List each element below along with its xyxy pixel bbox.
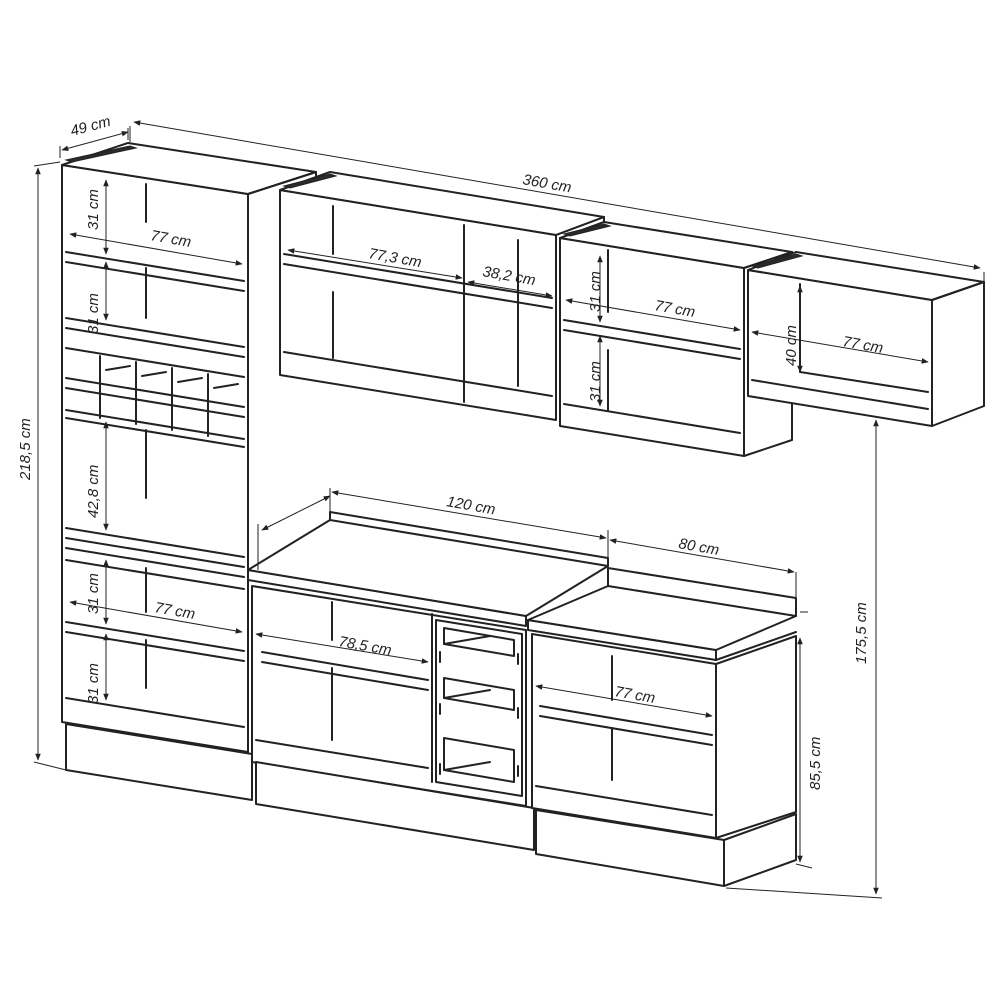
tall-lower-bottom-label: 31 cm xyxy=(85,663,102,704)
tall-width-upper-label: 77 cm xyxy=(149,227,192,251)
upper3-shelf-bottom-label: 31 cm xyxy=(587,361,604,402)
tall-lower-top-label: 31 cm xyxy=(85,573,102,614)
dimension-lines xyxy=(33,120,985,899)
tall-shelf-mid-label: 31 cm xyxy=(85,293,102,334)
base-height-label: 85,5 cm xyxy=(807,737,824,790)
tall-niche-label: 42,8 cm xyxy=(85,465,102,518)
depth-label: 49 cm xyxy=(69,113,113,140)
upper-mount-height-label: 175,5 cm xyxy=(853,602,870,664)
base3-width-label: 77 cm xyxy=(613,683,656,707)
total-width-label: 360 cm xyxy=(521,171,572,196)
total-height-label: 218,5 cm xyxy=(17,418,34,481)
upper4-height-label: 40 cm xyxy=(783,325,800,366)
upper3-width-label: 77 cm xyxy=(653,297,696,321)
counter2-width-label: 80 cm xyxy=(677,535,720,559)
base-cabinet-2 xyxy=(527,567,797,887)
tall-width-lower-label: 77 cm xyxy=(153,599,196,623)
dimension-labels: 49 cm 360 cm 218,5 cm 31 cm 31 cm 77 cm … xyxy=(17,113,884,790)
counter-width-label: 120 cm xyxy=(445,493,496,518)
upper4-width-label: 77 cm xyxy=(841,333,884,357)
upper3-shelf-top-label: 31 cm xyxy=(587,271,604,312)
tall-shelf-top-label: 31 cm xyxy=(85,189,102,230)
upper-cabinet-1 xyxy=(279,171,605,421)
